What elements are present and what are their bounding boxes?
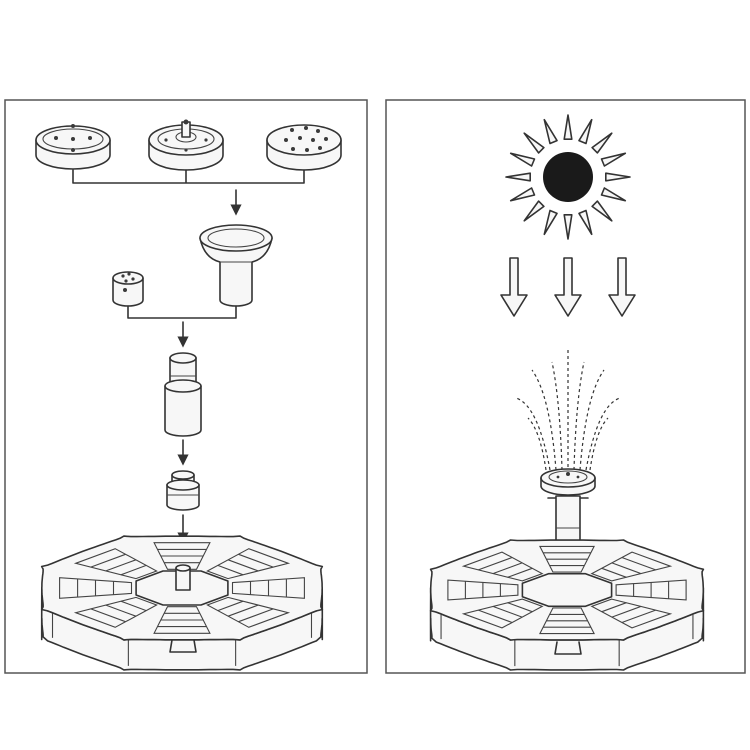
sunlight-arrow-left <box>500 257 528 317</box>
connector-icon <box>166 470 200 511</box>
panel-line <box>507 567 533 578</box>
panel-line <box>238 553 274 568</box>
nozzle-holes-icon <box>266 124 342 171</box>
panel-line <box>601 602 627 613</box>
panel-line <box>611 605 642 618</box>
panel-line <box>492 605 523 618</box>
sun-ray <box>505 172 531 182</box>
solar-panel <box>206 596 291 628</box>
cap-icon <box>112 271 144 307</box>
sunlight-arrow-middle <box>554 257 582 317</box>
solar-panel <box>539 607 595 635</box>
sun-ray <box>591 132 613 154</box>
panel-line <box>227 559 259 572</box>
panel-line <box>217 600 244 612</box>
sun-ray <box>509 152 536 167</box>
water-spray <box>515 350 621 471</box>
sunlight-arrow-right <box>608 257 636 317</box>
solar-panel <box>539 545 595 573</box>
panel-line <box>105 559 137 572</box>
panel-line <box>120 564 147 576</box>
nozzle-adapter-icon <box>199 224 273 307</box>
sun-rays <box>505 114 631 240</box>
panel-line <box>120 600 147 612</box>
solar-panel <box>461 551 544 582</box>
panel-line <box>90 553 126 568</box>
sun-ray <box>605 172 631 182</box>
panel-line <box>601 567 627 578</box>
panel-line <box>492 562 523 575</box>
assembled-fountain-base-icon <box>429 539 705 671</box>
sun-ray <box>543 118 558 145</box>
solar-panel <box>73 548 158 580</box>
sun-ray <box>600 187 627 202</box>
solar-panel <box>59 577 133 599</box>
panel-line <box>621 609 656 624</box>
sun-ray <box>578 118 593 145</box>
sun-ray <box>543 209 558 236</box>
right-panel <box>385 99 746 674</box>
solar-panel <box>231 577 305 599</box>
panel-line <box>621 556 656 571</box>
panel-line <box>238 608 274 623</box>
panel-line <box>90 608 126 623</box>
panel-line <box>611 562 642 575</box>
solar-panel <box>590 551 673 582</box>
base-hub <box>521 572 613 608</box>
sun-icon <box>505 114 631 240</box>
panel-line <box>478 556 513 571</box>
sun-disc <box>543 152 593 202</box>
extension-pipe-icon <box>164 352 202 437</box>
panel-line <box>217 564 244 576</box>
sun-ray <box>563 114 573 140</box>
fountain-base-icon <box>40 535 324 671</box>
sun-ray <box>523 200 545 222</box>
sun-ray <box>591 200 613 222</box>
solar-panel <box>447 579 519 601</box>
sun-ray <box>578 209 593 236</box>
solar-panel <box>73 596 158 628</box>
base-foot <box>169 639 197 653</box>
panel-line <box>105 604 137 617</box>
panel-line <box>478 609 513 624</box>
sun-ray <box>523 132 545 154</box>
solar-panel <box>153 606 211 634</box>
cap-bracket <box>127 305 237 319</box>
sun-ray <box>509 187 536 202</box>
base-outlet-top <box>175 564 191 572</box>
nozzle-spray-icon <box>148 119 224 171</box>
nozzle-flat-icon <box>35 124 111 170</box>
solar-panel <box>206 548 291 580</box>
panel-line <box>227 604 259 617</box>
solar-panel <box>615 579 687 601</box>
solar-panel <box>590 598 673 629</box>
sun-ray <box>563 214 573 240</box>
base-foot <box>554 641 582 655</box>
panel-line <box>507 602 533 613</box>
sunlight-arrows <box>500 257 636 317</box>
left-panel <box>4 99 368 674</box>
sun-ray <box>600 152 627 167</box>
solar-panel <box>461 598 544 629</box>
nozzle-bracket <box>72 169 305 184</box>
